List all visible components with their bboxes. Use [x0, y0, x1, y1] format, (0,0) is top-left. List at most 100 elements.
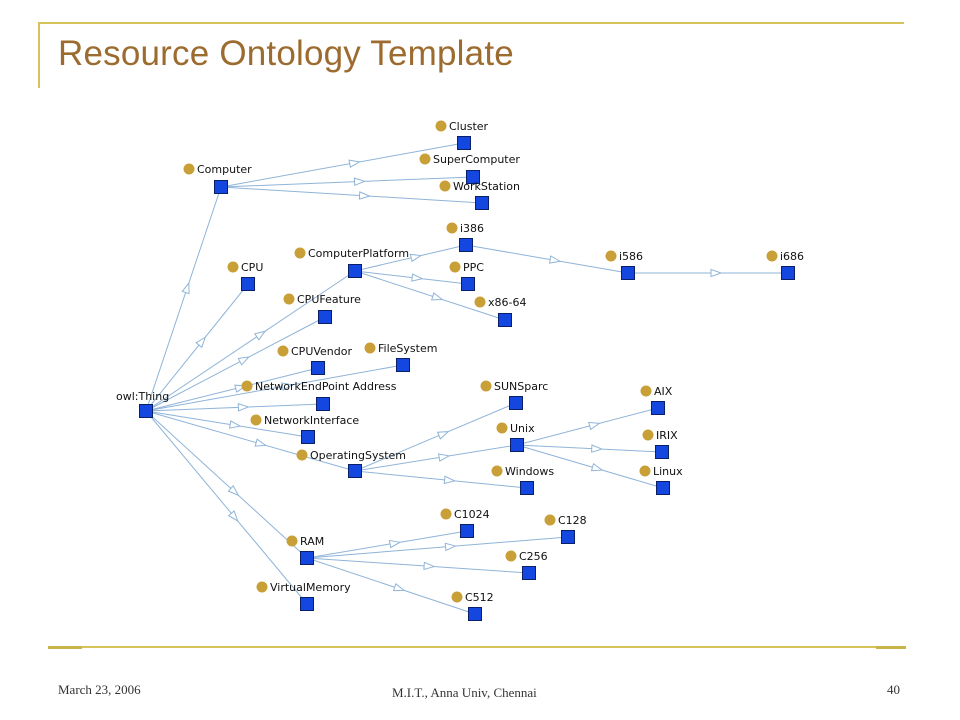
- node-unix[interactable]: Unix: [496, 422, 536, 452]
- class-node-icon[interactable]: [300, 551, 314, 565]
- arrowhead-owl-thing-computer: [181, 281, 190, 295]
- node-ram[interactable]: RAM: [286, 535, 325, 565]
- arrowhead-owl-thing-cpufeature: [237, 356, 251, 366]
- node-c256[interactable]: C256: [505, 550, 548, 580]
- footer-institution: M.I.T., Anna Univ, Chennai: [392, 685, 537, 700]
- class-node-icon[interactable]: [498, 313, 512, 327]
- edge-computerplatform-ppc: [354, 270, 469, 285]
- class-bullet-icon: [256, 581, 268, 593]
- footer-date: March 23, 2006: [58, 682, 141, 697]
- node-irix[interactable]: IRIX: [642, 429, 679, 459]
- class-node-icon[interactable]: [316, 397, 330, 411]
- class-node-icon[interactable]: [460, 524, 474, 538]
- class-node-icon[interactable]: [781, 266, 795, 280]
- node-networkendpointaddress[interactable]: NetworkEndPoint Address: [241, 380, 397, 411]
- arrowhead-computer-workstation: [358, 191, 372, 200]
- node-virtualmemory[interactable]: VirtualMemory: [256, 581, 352, 611]
- arrowhead-owl-thing-networkendpointaddress: [237, 403, 250, 412]
- node-label-supercomputer: SuperComputer: [433, 153, 520, 166]
- class-node-icon[interactable]: [651, 401, 665, 415]
- edge-ram-c256: [306, 557, 530, 574]
- class-node-icon[interactable]: [396, 358, 410, 372]
- class-node-icon[interactable]: [139, 404, 153, 418]
- arrowhead-operatingsystem-unix: [437, 453, 451, 462]
- class-node-icon[interactable]: [656, 481, 670, 495]
- class-bullet-icon: [474, 296, 486, 308]
- edge-ram-c1024: [306, 530, 468, 559]
- node-layer: owl:Thing Computer ClusterSuperComputerWor…: [116, 120, 804, 621]
- node-linux[interactable]: Linux: [639, 465, 684, 495]
- class-node-icon[interactable]: [466, 170, 480, 184]
- node-i386[interactable]: i386: [446, 222, 485, 252]
- arrowhead-operatingsystem-windows: [443, 475, 457, 485]
- node-label-cpu: CPU: [241, 261, 263, 274]
- node-computer[interactable]: Computer: [183, 163, 253, 194]
- class-node-icon[interactable]: [522, 566, 536, 580]
- frame-bottom-right-accent: [876, 646, 906, 649]
- node-owl-thing[interactable]: owl:Thing: [116, 390, 169, 418]
- node-supercomputer[interactable]: SuperComputer: [419, 153, 521, 184]
- class-node-icon[interactable]: [459, 238, 473, 252]
- node-cpu[interactable]: CPU: [227, 261, 264, 291]
- class-node-icon[interactable]: [520, 481, 534, 495]
- node-c128[interactable]: C128: [544, 514, 587, 544]
- node-i686[interactable]: i686: [766, 250, 805, 280]
- class-node-icon[interactable]: [461, 277, 475, 291]
- node-computerplatform[interactable]: ComputerPlatform: [294, 247, 410, 278]
- edge-owl-thing-filesystem: [145, 364, 404, 412]
- class-node-icon[interactable]: [318, 310, 332, 324]
- class-node-icon[interactable]: [348, 464, 362, 478]
- class-node-icon[interactable]: [241, 277, 255, 291]
- node-c512[interactable]: C512: [451, 591, 494, 621]
- class-node-icon[interactable]: [509, 396, 523, 410]
- class-node-icon[interactable]: [214, 180, 228, 194]
- node-c1024[interactable]: C1024: [440, 508, 490, 538]
- node-label-aix: AIX: [654, 385, 673, 398]
- node-networkinterface[interactable]: NetworkInterface: [250, 414, 360, 444]
- class-node-icon[interactable]: [457, 136, 471, 150]
- node-i586[interactable]: i586: [605, 250, 644, 280]
- class-node-icon[interactable]: [300, 597, 314, 611]
- node-label-i386: i386: [460, 222, 484, 235]
- class-node-icon[interactable]: [301, 430, 315, 444]
- node-operatingsystem[interactable]: OperatingSystem: [296, 449, 407, 478]
- class-node-icon[interactable]: [311, 361, 325, 375]
- edge-operatingsystem-unix: [354, 444, 518, 472]
- node-windows[interactable]: Windows: [491, 465, 555, 495]
- class-node-icon[interactable]: [621, 266, 635, 280]
- edge-owl-thing-computer: [145, 186, 222, 412]
- class-bullet-icon: [640, 385, 652, 397]
- class-bullet-icon: [419, 153, 431, 165]
- arrowhead-operatingsystem-sunsparc: [436, 431, 450, 440]
- slide-title: Resource Ontology Template: [58, 34, 514, 73]
- node-label-sunsparc: SUNSparc: [494, 380, 548, 393]
- node-sunsparc[interactable]: SUNSparc: [480, 380, 549, 410]
- node-ppc[interactable]: PPC: [449, 261, 485, 291]
- edge-computerplatform-i386: [354, 244, 467, 272]
- edge-layer: [145, 142, 788, 615]
- edge-owl-thing-cpu: [145, 283, 249, 412]
- class-node-icon[interactable]: [468, 607, 482, 621]
- node-label-unix: Unix: [510, 422, 535, 435]
- node-cluster[interactable]: Cluster: [435, 120, 489, 150]
- class-bullet-icon: [496, 422, 508, 434]
- node-cpuvendor[interactable]: CPUVendor: [277, 345, 353, 375]
- class-node-icon[interactable]: [561, 530, 575, 544]
- class-bullet-icon: [491, 465, 503, 477]
- node-workstation[interactable]: WorkStation: [439, 180, 520, 210]
- node-label-virtualmemory: VirtualMemory: [270, 581, 351, 594]
- node-label-windows: Windows: [505, 465, 554, 478]
- frame-left-rule: [38, 22, 40, 88]
- node-cpufeature[interactable]: CPUFeature: [283, 293, 362, 324]
- class-node-icon[interactable]: [348, 264, 362, 278]
- class-bullet-icon: [435, 120, 447, 132]
- node-filesystem[interactable]: FileSystem: [364, 342, 438, 372]
- edge-i386-i586: [465, 244, 629, 274]
- class-node-icon[interactable]: [475, 196, 489, 210]
- arrowhead-computer-supercomputer: [353, 177, 367, 187]
- arrowhead-computerplatform-ppc: [411, 273, 424, 282]
- node-aix[interactable]: AIX: [640, 385, 673, 415]
- node-x86-64[interactable]: x86-64: [474, 296, 527, 327]
- class-node-icon[interactable]: [655, 445, 669, 459]
- class-node-icon[interactable]: [510, 438, 524, 452]
